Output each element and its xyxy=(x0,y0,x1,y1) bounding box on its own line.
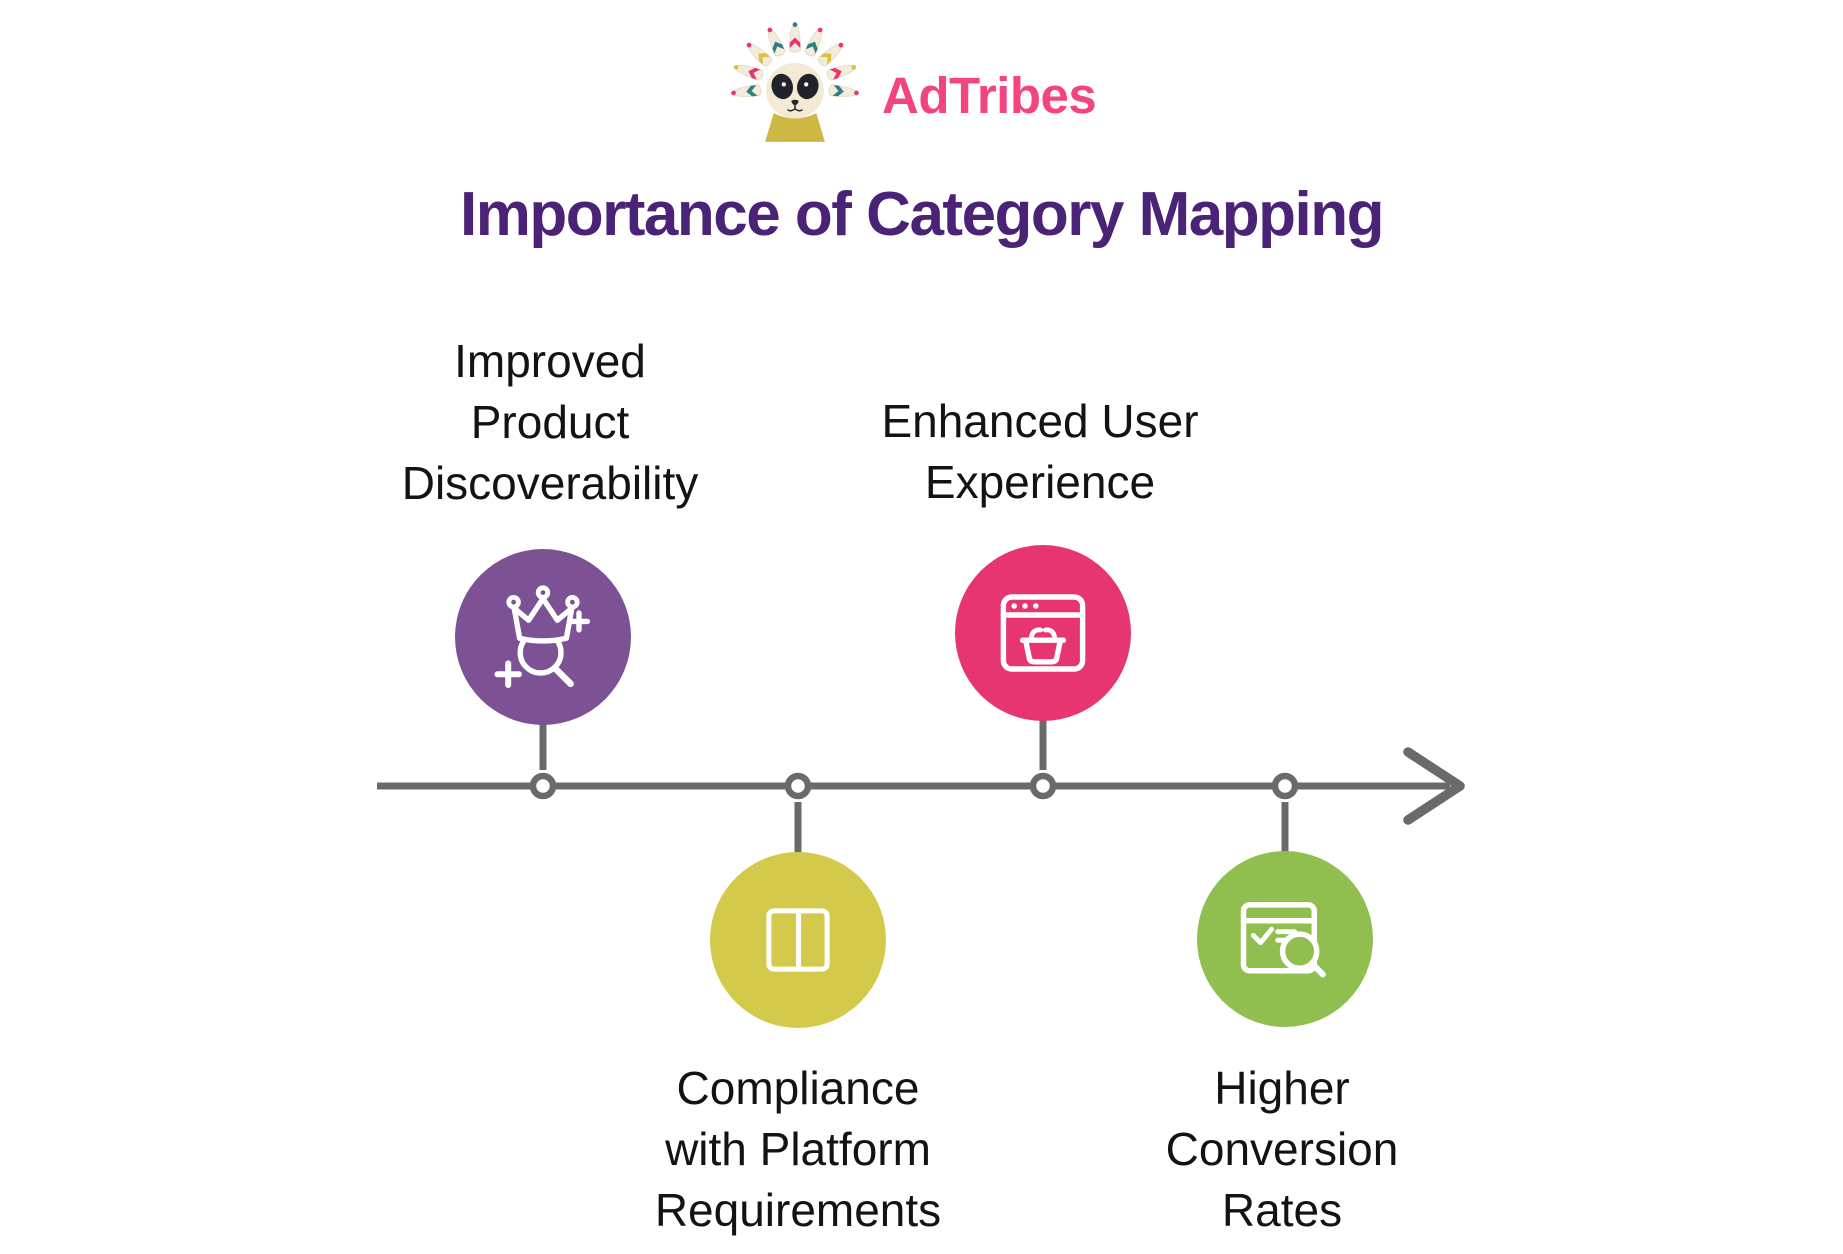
adtribes-panda-logo-icon xyxy=(730,21,860,142)
label-line: Product xyxy=(470,396,630,448)
label-line: Rates xyxy=(1221,1184,1343,1236)
label-line: Compliance xyxy=(676,1062,920,1114)
label-line: Higher xyxy=(1214,1062,1350,1114)
label-line: Conversion xyxy=(1165,1123,1399,1175)
timeline-node-dot xyxy=(1029,772,1057,800)
label-line: Experience xyxy=(924,456,1156,508)
item-circle-improved-product-discoverability xyxy=(455,549,631,725)
timeline-node-dot xyxy=(529,772,557,800)
label-line: Enhanced User xyxy=(881,395,1199,447)
panda-nose-mouth xyxy=(787,99,803,112)
crown-magnifier-icon xyxy=(494,585,591,688)
label-line: Requirements xyxy=(654,1184,942,1236)
timeline-node-dot xyxy=(784,772,812,800)
item-label-higher-conversion-rates: Higher Conversion Rates xyxy=(1166,1058,1399,1241)
panda-eyes xyxy=(771,73,819,100)
label-line: Improved xyxy=(454,335,646,387)
timeline-node-dot xyxy=(1271,772,1299,800)
item-circle-higher-conversion-rates xyxy=(1197,851,1373,1027)
split-layout-icon xyxy=(766,908,830,972)
item-label-compliance-platform-requirements: Compliance with Platform Requirements xyxy=(655,1058,941,1241)
browser-checklist-magnifier-icon xyxy=(1240,902,1326,978)
item-label-improved-product-discoverability: Improved Product Discoverability xyxy=(402,331,699,514)
timeline-arrowhead-icon xyxy=(1403,747,1465,825)
item-circle-compliance-platform-requirements xyxy=(710,852,886,1028)
page-title: Importance of Category Mapping xyxy=(460,180,1384,249)
item-label-enhanced-user-experience: Enhanced User Experience xyxy=(881,391,1198,513)
headdress-feathers xyxy=(730,21,860,97)
panda-body xyxy=(765,113,825,142)
item-circle-enhanced-user-experience xyxy=(955,545,1131,721)
browser-basket-icon xyxy=(1000,594,1086,672)
label-line: with Platform xyxy=(665,1123,931,1175)
label-line: Discoverability xyxy=(401,457,699,509)
brand-name: AdTribes xyxy=(882,67,1097,124)
